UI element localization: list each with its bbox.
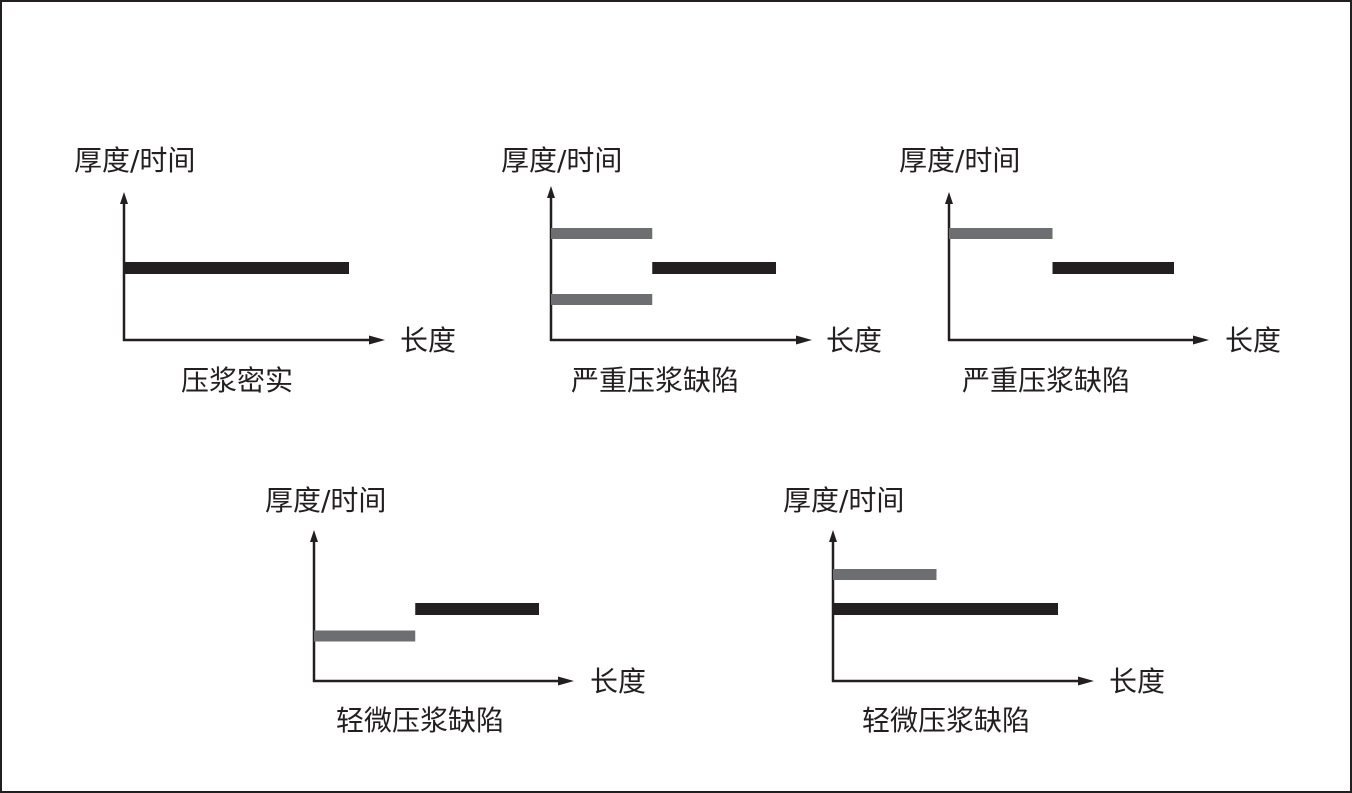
panel-caption: 严重压浆缺陷 — [962, 364, 1130, 397]
y-axis-arrow-icon — [120, 192, 128, 204]
x-axis-arrow-icon — [1078, 676, 1094, 686]
gray-bar-1 — [551, 228, 653, 239]
x-axis-label: 长度 — [1225, 324, 1281, 357]
y-axis-arrow-icon — [829, 530, 837, 542]
x-axis-label: 长度 — [1109, 665, 1165, 698]
dark-bar-2 — [652, 262, 776, 274]
x-axis-arrow-icon — [1193, 335, 1209, 345]
y-axis-label: 厚度/时间 — [501, 144, 622, 177]
panel-caption: 压浆密实 — [181, 364, 293, 397]
gray-bar-1 — [314, 630, 416, 642]
y-axis-arrow-icon — [945, 192, 953, 204]
y-axis-label: 厚度/时间 — [265, 484, 386, 517]
dark-bar-1 — [124, 262, 349, 274]
panel-caption: 严重压浆缺陷 — [571, 364, 739, 397]
x-axis-label: 长度 — [826, 324, 882, 357]
y-axis-arrow-icon — [310, 530, 318, 542]
dark-bar-2 — [1052, 262, 1174, 274]
y-axis-label: 厚度/时间 — [899, 144, 1020, 177]
x-axis-arrow-icon — [369, 335, 385, 345]
x-axis-arrow-icon — [796, 335, 812, 345]
dark-bar-2 — [833, 603, 1058, 615]
y-axis-label: 厚度/时间 — [74, 144, 195, 177]
x-axis-label: 长度 — [400, 324, 456, 357]
x-axis-label: 长度 — [590, 665, 646, 698]
dark-bar-2 — [415, 603, 539, 615]
panel-caption: 轻微压浆缺陷 — [336, 704, 504, 737]
y-axis-arrow-icon — [547, 186, 555, 198]
y-axis-label: 厚度/时间 — [783, 484, 904, 517]
gray-bar-1 — [833, 569, 937, 580]
x-axis-arrow-icon — [558, 676, 574, 686]
gray-bar-3 — [551, 294, 653, 305]
panel-caption: 轻微压浆缺陷 — [862, 704, 1030, 737]
gray-bar-1 — [949, 228, 1053, 239]
